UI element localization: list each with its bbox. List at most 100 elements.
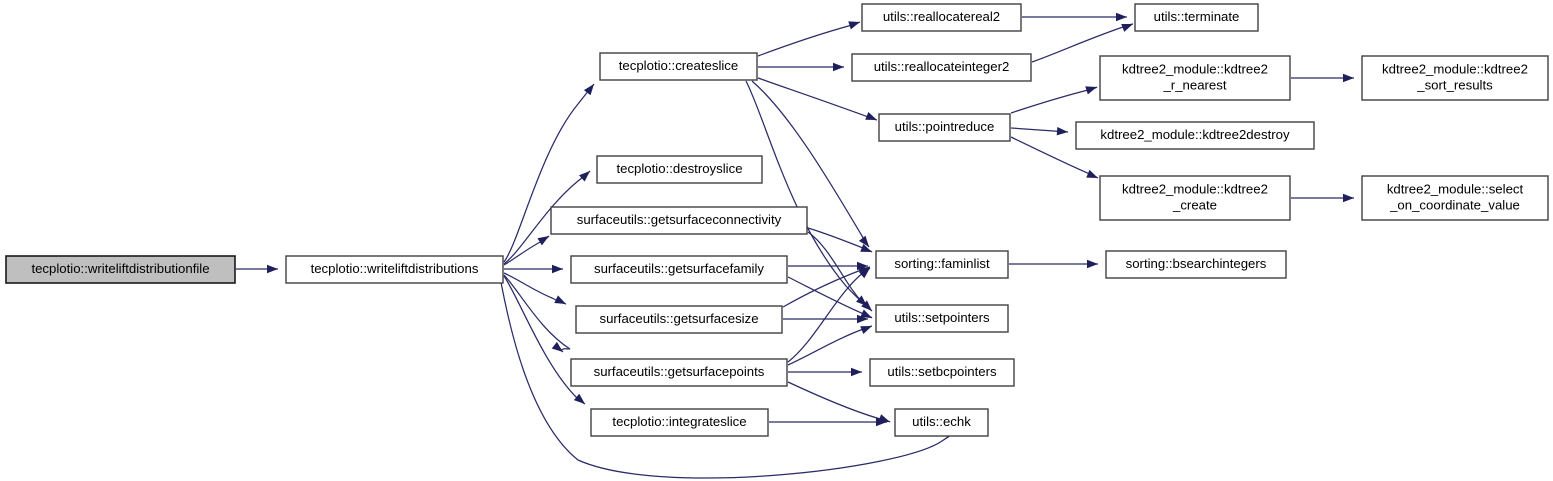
node-box-destroyslice[interactable] bbox=[596, 155, 763, 184]
arrowhead-icon bbox=[861, 300, 872, 311]
node-writeliftdistributions[interactable]: tecplotio::writeliftdistributions bbox=[285, 255, 504, 284]
node-label-kdtree2destroy: kdtree2_module::kdtree2destroy bbox=[1100, 127, 1290, 142]
arrowhead-icon bbox=[876, 417, 887, 427]
node-box-setpointers[interactable] bbox=[875, 304, 1009, 333]
node-box-select_on_coordinate_value[interactable] bbox=[1361, 175, 1549, 221]
node-label-kdtree2_r_nearest: kdtree2_module::kdtree2 bbox=[1122, 61, 1268, 76]
arrowhead-icon bbox=[865, 111, 877, 120]
arrowhead-icon bbox=[1087, 259, 1098, 269]
node-label-select_on_coordinate_value: _on_coordinate_value bbox=[1389, 197, 1520, 212]
node-label-reallocatereal2: utils::reallocatereal2 bbox=[883, 9, 1000, 24]
node-box-faminlist[interactable] bbox=[875, 250, 1009, 279]
node-box-createslice[interactable] bbox=[599, 52, 758, 81]
arrowhead-icon bbox=[848, 21, 860, 30]
arrowhead-icon bbox=[1343, 73, 1354, 83]
node-label-kdtree2_r_nearest: _r_nearest bbox=[1162, 77, 1226, 92]
node-createslice[interactable]: tecplotio::createslice bbox=[599, 52, 758, 81]
edge-getsurfacepoints-to-echk bbox=[787, 381, 891, 423]
arrowhead-icon bbox=[858, 235, 869, 247]
node-box-getsurfacepoints[interactable] bbox=[570, 358, 788, 387]
edge-createslice-to-pointreduce bbox=[757, 77, 878, 121]
arrowhead-icon bbox=[858, 268, 870, 279]
node-label-echk: utils::echk bbox=[912, 414, 971, 429]
node-label-terminate: utils::terminate bbox=[1154, 9, 1240, 24]
arrowhead-icon bbox=[833, 62, 844, 72]
node-box-kdtree2destroy[interactable] bbox=[1075, 121, 1315, 150]
edge-getsurfacepoints-to-faminlist bbox=[787, 267, 871, 363]
node-box-getsurfacesize[interactable] bbox=[575, 305, 783, 334]
node-reallocatereal2[interactable]: utils::reallocatereal2 bbox=[861, 3, 1022, 32]
node-pointreduce[interactable]: utils::pointreduce bbox=[878, 113, 1011, 142]
node-getsurfaceconnectivity[interactable]: surfaceutils::getsurfaceconnectivity bbox=[550, 206, 808, 235]
node-label-writeliftdistributions: tecplotio::writeliftdistributions bbox=[311, 261, 479, 276]
node-label-integrateslice: tecplotio::integrateslice bbox=[612, 414, 746, 429]
node-box-setbcpointers[interactable] bbox=[869, 358, 1015, 387]
node-box-reallocatereal2[interactable] bbox=[861, 3, 1022, 32]
edge-pointreduce-to-kdtree2_r_nearest bbox=[1010, 86, 1098, 114]
node-getsurfacepoints[interactable]: surfaceutils::getsurfacepoints bbox=[570, 358, 788, 387]
node-kdtree2_sort_results[interactable]: kdtree2_module::kdtree2_sort_results bbox=[1361, 55, 1549, 101]
arrowhead-icon bbox=[583, 84, 594, 96]
node-label-getsurfacepoints: surfaceutils::getsurfacepoints bbox=[594, 364, 765, 379]
edge-createslice-to-reallocatereal2 bbox=[757, 21, 861, 57]
node-box-pointreduce[interactable] bbox=[878, 113, 1011, 142]
node-label-createslice: tecplotio::createslice bbox=[619, 58, 738, 73]
node-label-kdtree2_sort_results: kdtree2_module::kdtree2 bbox=[1382, 61, 1528, 76]
node-label-kdtree2_create: _create bbox=[1172, 197, 1217, 212]
node-label-select_on_coordinate_value: kdtree2_module::select bbox=[1387, 181, 1524, 196]
node-label-getsurfacefamily: surfaceutils::getsurfacefamily bbox=[594, 261, 764, 276]
arrowhead-icon bbox=[554, 295, 566, 304]
edge-writeliftdistributions-to-createslice bbox=[503, 83, 595, 263]
arrowhead-icon bbox=[267, 264, 278, 274]
node-terminate[interactable]: utils::terminate bbox=[1134, 3, 1259, 32]
node-label-kdtree2_sort_results: _sort_results bbox=[1416, 77, 1493, 92]
node-label-bsearchintegers: sorting::bsearchintegers bbox=[1126, 256, 1267, 271]
arrowhead-icon bbox=[551, 341, 563, 352]
node-label-getsurfaceconnectivity: surfaceutils::getsurfaceconnectivity bbox=[577, 212, 782, 227]
node-box-kdtree2_sort_results[interactable] bbox=[1361, 55, 1549, 101]
node-integrateslice[interactable]: tecplotio::integrateslice bbox=[590, 408, 769, 437]
node-box-kdtree2_create[interactable] bbox=[1099, 175, 1291, 221]
node-kdtree2destroy[interactable]: kdtree2_module::kdtree2destroy bbox=[1075, 121, 1315, 150]
node-box-writeliftdistributions[interactable] bbox=[285, 255, 504, 284]
node-kdtree2_r_nearest[interactable]: kdtree2_module::kdtree2_r_nearest bbox=[1099, 55, 1291, 101]
node-bsearchintegers[interactable]: sorting::bsearchintegers bbox=[1105, 250, 1287, 279]
node-faminlist[interactable]: sorting::faminlist bbox=[875, 250, 1009, 279]
node-label-setpointers: utils::setpointers bbox=[894, 310, 990, 325]
node-label-setbcpointers: utils::setbcpointers bbox=[887, 364, 997, 379]
node-setbcpointers[interactable]: utils::setbcpointers bbox=[869, 358, 1015, 387]
node-writeliftdistributionfile[interactable]: tecplotio::writeliftdistributionfile bbox=[5, 255, 236, 284]
node-getsurfacefamily[interactable]: surfaceutils::getsurfacefamily bbox=[570, 255, 788, 284]
node-box-terminate[interactable] bbox=[1134, 3, 1259, 32]
arrowhead-icon bbox=[552, 264, 563, 274]
arrowhead-icon bbox=[860, 326, 872, 335]
node-box-reallocateinteger2[interactable] bbox=[851, 53, 1032, 82]
node-box-echk[interactable] bbox=[894, 408, 989, 437]
arrowhead-icon bbox=[860, 243, 872, 252]
node-box-getsurfacefamily[interactable] bbox=[570, 255, 788, 284]
node-box-writeliftdistributionfile[interactable] bbox=[5, 255, 236, 284]
node-setpointers[interactable]: utils::setpointers bbox=[875, 304, 1009, 333]
node-getsurfacesize[interactable]: surfaceutils::getsurfacesize bbox=[575, 305, 783, 334]
node-destroyslice[interactable]: tecplotio::destroyslice bbox=[596, 155, 763, 184]
node-label-pointreduce: utils::pointreduce bbox=[895, 119, 995, 134]
node-label-destroyslice: tecplotio::destroyslice bbox=[616, 161, 742, 176]
arrowhead-icon bbox=[573, 393, 585, 404]
node-box-bsearchintegers[interactable] bbox=[1105, 250, 1287, 279]
node-box-integrateslice[interactable] bbox=[590, 408, 769, 437]
arrowhead-icon bbox=[579, 171, 590, 182]
node-label-reallocateinteger2: utils::reallocateinteger2 bbox=[874, 59, 1010, 74]
node-reallocateinteger2[interactable]: utils::reallocateinteger2 bbox=[851, 53, 1032, 82]
edge-writeliftdistributions-to-echk bbox=[499, 276, 957, 479]
arrowhead-icon bbox=[1121, 24, 1133, 32]
node-echk[interactable]: utils::echk bbox=[894, 408, 989, 437]
arrowhead-icon bbox=[1116, 12, 1127, 22]
node-select_on_coordinate_value[interactable]: kdtree2_module::select_on_coordinate_val… bbox=[1361, 175, 1549, 221]
node-box-kdtree2_r_nearest[interactable] bbox=[1099, 55, 1291, 101]
node-label-faminlist: sorting::faminlist bbox=[894, 256, 990, 271]
node-box-getsurfaceconnectivity[interactable] bbox=[550, 206, 808, 235]
node-label-writeliftdistributionfile: tecplotio::writeliftdistributionfile bbox=[31, 261, 209, 276]
node-kdtree2_create[interactable]: kdtree2_module::kdtree2_create bbox=[1099, 175, 1291, 221]
